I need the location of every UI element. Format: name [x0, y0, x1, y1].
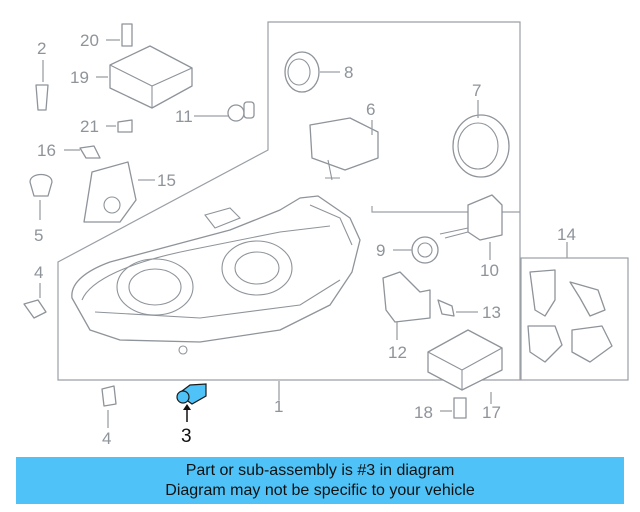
part-12-bracket[interactable]	[382, 271, 431, 323]
callout-12: 12	[388, 343, 407, 362]
callout-2: 2	[37, 39, 46, 58]
parts-diagram: 1 2 3 4 4 5 6 7 8 9 10 11 12 13 14 15 16…	[23, 21, 629, 448]
part-14-kit[interactable]	[527, 269, 613, 363]
callout-3: 3	[181, 426, 192, 447]
small-screws[interactable]	[23, 23, 467, 419]
part-11-bulb[interactable]	[227, 101, 255, 122]
callout-5: 5	[34, 226, 43, 245]
callout-19: 19	[70, 68, 89, 87]
callout-17: 17	[482, 403, 501, 422]
callout-1: 1	[274, 397, 283, 416]
part-8-cap[interactable]	[284, 51, 320, 93]
banner-line-2: Diagram may not be specific to your vehi…	[165, 482, 475, 499]
part-17-control-unit[interactable]	[427, 329, 503, 391]
callout-6: 6	[366, 100, 375, 119]
item-14-outline	[520, 257, 629, 381]
callout-21: 21	[80, 117, 99, 136]
headlight-assembly[interactable]	[71, 195, 361, 355]
callout-18: 18	[414, 403, 433, 422]
part-15-module[interactable]	[83, 161, 137, 223]
leader-lines	[39, 39, 568, 428]
callout-9: 9	[376, 241, 385, 260]
part-6-module[interactable]	[309, 117, 379, 181]
callout-10: 10	[480, 261, 499, 280]
callout-4-left: 4	[34, 263, 43, 282]
part-10-bulb[interactable]	[439, 194, 503, 241]
part-7-ring[interactable]	[452, 114, 510, 178]
callout-20: 20	[80, 31, 99, 50]
callout-7: 7	[472, 81, 481, 100]
callout-13: 13	[482, 303, 501, 322]
callout-15: 15	[157, 171, 176, 190]
callout-4-bottom: 4	[102, 429, 111, 448]
callout-16: 16	[37, 141, 56, 160]
callout-8: 8	[344, 63, 353, 82]
callout-14: 14	[557, 225, 576, 244]
info-banner: Part or sub-assembly is #3 in diagram Di…	[16, 457, 624, 504]
part-3-highlighted-screw[interactable]	[176, 383, 207, 405]
banner-line-1: Part or sub-assembly is #3 in diagram	[185, 462, 455, 479]
part-9-cap[interactable]	[411, 236, 439, 264]
callout-11: 11	[175, 107, 193, 126]
part-13-screw[interactable]	[437, 299, 455, 317]
part-19-module[interactable]	[109, 45, 193, 109]
